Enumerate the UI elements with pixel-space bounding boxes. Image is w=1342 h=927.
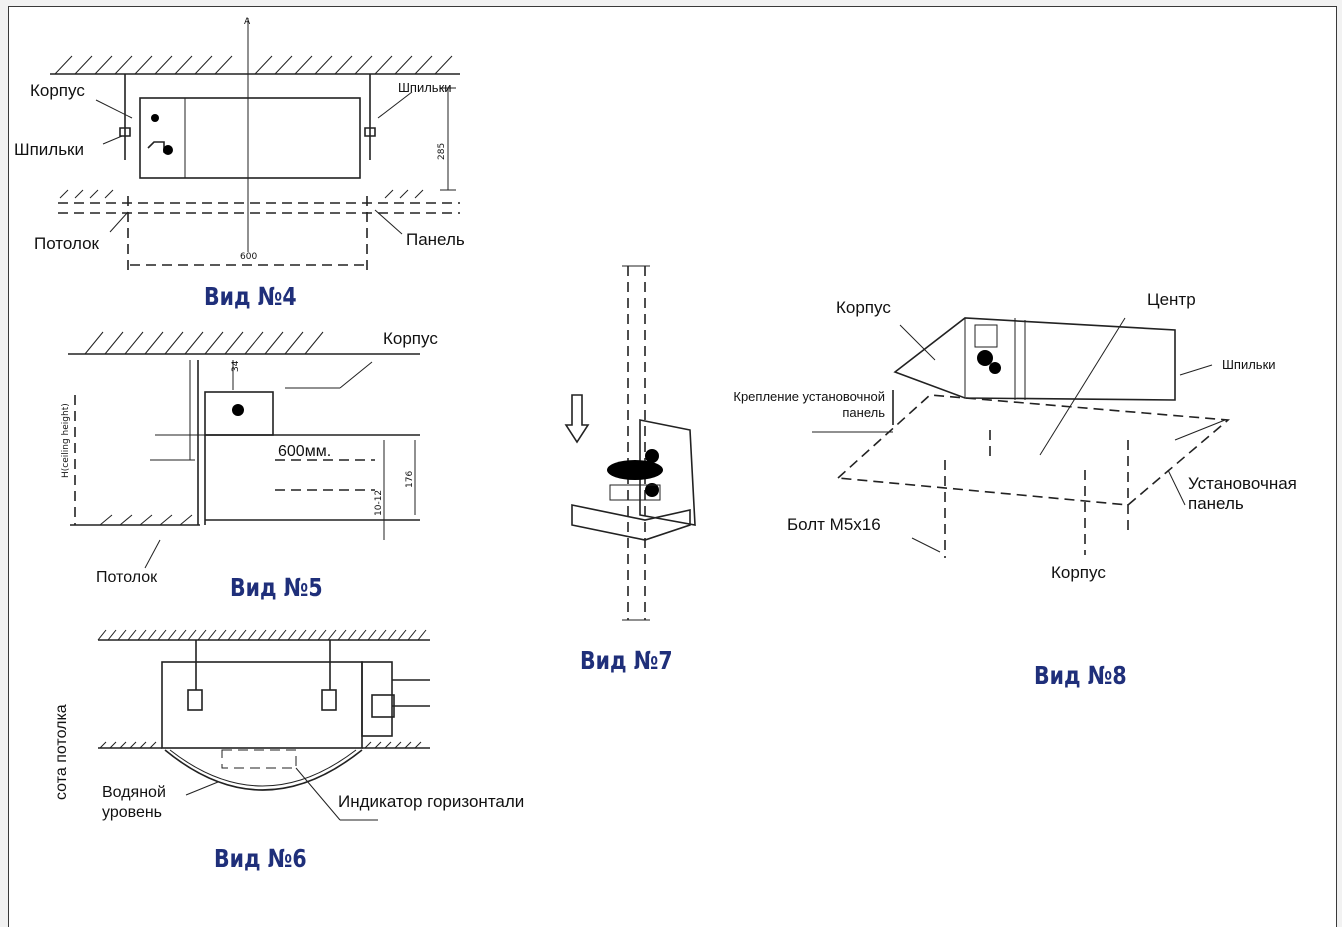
v5-label-ceiling: Потолок	[96, 569, 158, 586]
v5-label-width: 600мм.	[278, 443, 332, 460]
v5-dim-depth: 176	[405, 471, 415, 488]
v8-label-body-bottom: Корпус	[1051, 563, 1106, 582]
view-5-panel	[40, 312, 482, 600]
v8-label-panel-mount: Крепление установочной панель	[733, 389, 885, 421]
v4-label-studs-right: Шпильки	[398, 80, 452, 95]
v6-label-ceiling-cell: сота потолка	[53, 704, 70, 800]
v5-label-body: Корпус	[383, 329, 438, 348]
v5-dim-ceiling-height: H(ceiling height)	[61, 403, 71, 478]
v4-dim-width: 600	[240, 252, 257, 262]
view-7-drawing	[564, 265, 696, 621]
v8-label-body-top: Корпус	[836, 298, 891, 317]
view-5-drawing	[68, 331, 420, 569]
v6-label-horizontal-indicator: Индикатор горизонтали	[338, 792, 525, 811]
v5-title: Вид №5	[230, 573, 323, 602]
v6-label-water-level: Водяной уровень	[102, 784, 166, 821]
v6-title: Вид №6	[214, 844, 307, 873]
v4-label-body: Корпус	[30, 81, 85, 100]
v5-dim-top: 34	[231, 360, 241, 372]
v8-label-center: Центр	[1147, 290, 1196, 309]
v8-label-bolt: Болт М5х16	[787, 515, 881, 534]
view-6-drawing	[97, 629, 430, 821]
v8-title: Вид №8	[1034, 661, 1127, 690]
v8-label-mount-panel: Установочная панель	[1188, 474, 1297, 513]
v7-title: Вид №7	[580, 646, 673, 675]
v5-dim-gap: 10-12	[374, 490, 384, 516]
v8-label-studs: Шпильки	[1222, 357, 1276, 372]
v4-axis-marker: A	[244, 17, 251, 27]
v4-label-panel: Панель	[406, 230, 465, 249]
v4-dim-height: 285	[437, 143, 447, 160]
view-8-drawing	[812, 317, 1230, 558]
footer-white-box	[677, 900, 767, 927]
v4-label-studs-left: Шпильки	[14, 140, 84, 159]
v4-label-ceiling: Потолок	[34, 234, 99, 253]
v4-title: Вид №4	[204, 282, 297, 311]
view-4-panel	[40, 14, 482, 276]
view-4-drawing	[50, 18, 460, 272]
